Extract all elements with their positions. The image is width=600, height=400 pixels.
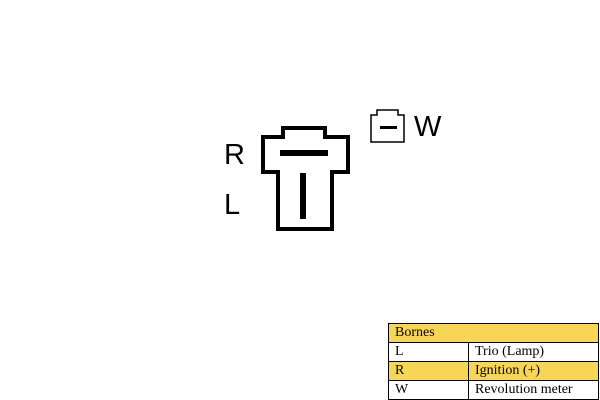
main-connector-outline [261,126,350,231]
table-row: W Revolution meter [388,380,599,400]
label-r: R [224,139,245,171]
terminal-cell: R [388,361,469,381]
w-terminal-blade [380,126,397,129]
function-cell: Ignition (+) [468,361,599,381]
function-cell: Revolution meter [468,380,599,400]
w-connector-outline [370,109,405,143]
table-header: Bornes [388,323,599,343]
table-header-row: Bornes [388,323,599,343]
r-terminal-blade [280,150,328,156]
label-w: W [414,111,442,143]
terminals-table: Bornes L Trio (Lamp) R Ignition (+) W Re… [388,323,599,400]
l-terminal-blade [300,173,306,219]
label-l: L [224,189,241,221]
terminal-cell: W [388,380,469,400]
table-row: R Ignition (+) [388,361,599,381]
terminal-cell: L [388,342,469,362]
function-cell: Trio (Lamp) [468,342,599,362]
table-row: L Trio (Lamp) [388,342,599,362]
